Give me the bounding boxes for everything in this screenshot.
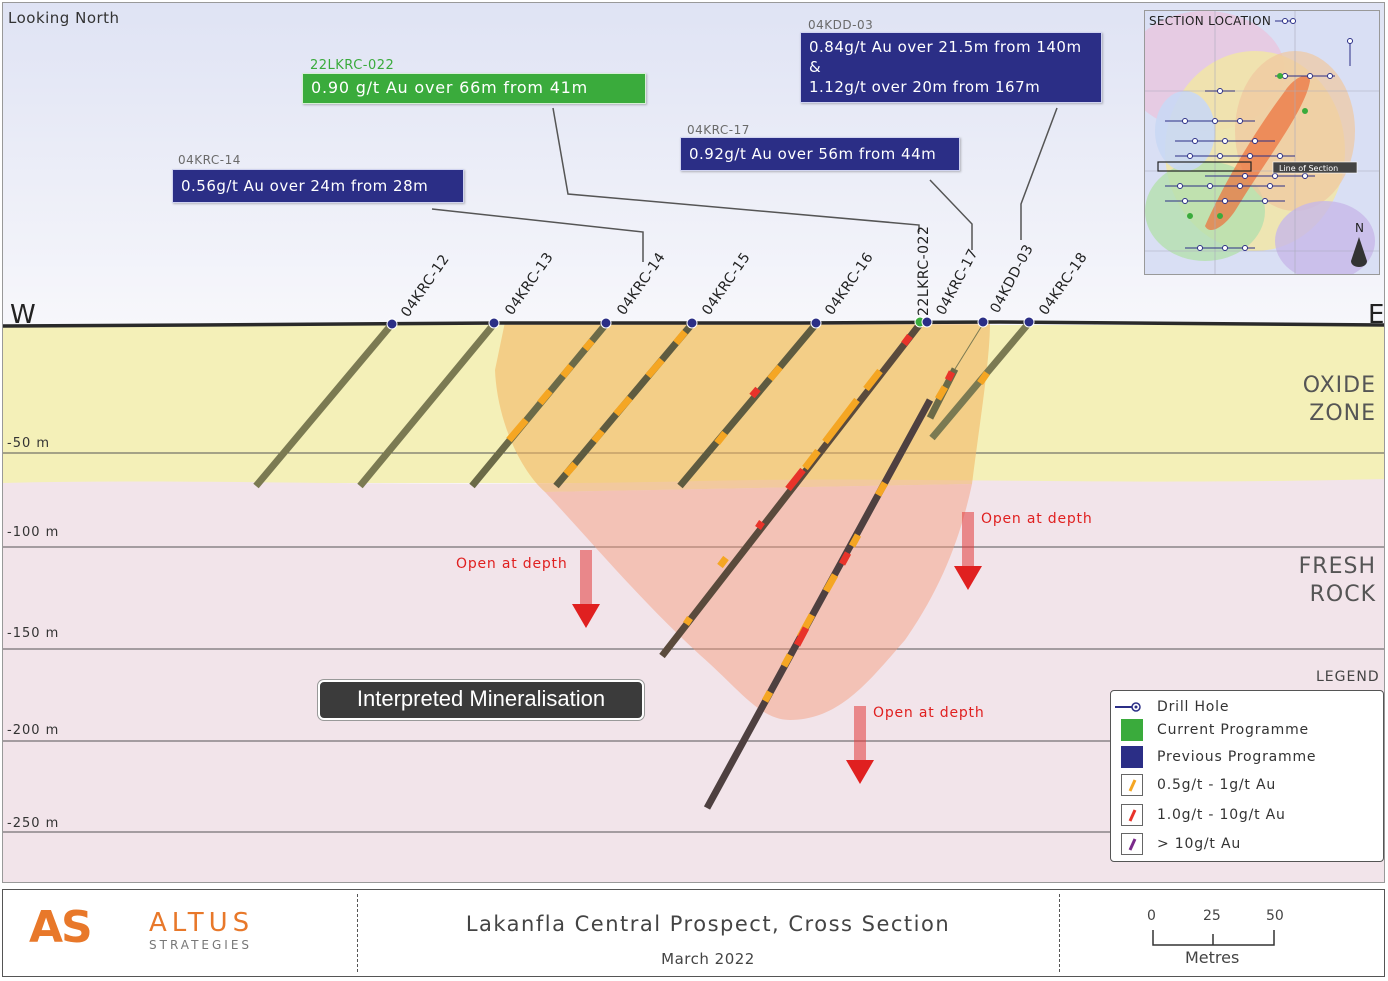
callout-04kdd-03-line1: 0.84g/t Au over 21.5m from 140m bbox=[809, 38, 1082, 56]
north-arrow-icon bbox=[1351, 237, 1367, 267]
interpreted-mineralisation-label: Interpreted Mineralisation bbox=[318, 680, 644, 720]
trace-04krc-12 bbox=[253, 321, 395, 489]
map-date: March 2022 bbox=[661, 950, 755, 968]
depth-label-200: -200 m bbox=[7, 723, 60, 738]
logo-letters: AS bbox=[29, 902, 93, 953]
open-at-depth-right: Open at depth bbox=[981, 511, 1093, 527]
arrow-open-left bbox=[572, 550, 600, 628]
legend-text-grade-high: > 10g/t Au bbox=[1157, 836, 1241, 852]
oxide-zone-line2: ZONE bbox=[1309, 401, 1376, 426]
company-logo: AS ALTUS STRATEGIES bbox=[29, 902, 329, 958]
legend-row-current: Current Programme bbox=[1111, 719, 1383, 743]
callout-hole-22lkrc-022: 22LKRC-022 bbox=[310, 58, 395, 73]
depth-label-150: -150 m bbox=[7, 626, 60, 641]
legend-row-grade-mid: 1.0g/t - 10g/t Au bbox=[1111, 804, 1383, 828]
section-location-inset: Line of Section N SECTION LOCATION bbox=[1144, 10, 1380, 275]
footer-divider-1 bbox=[357, 894, 358, 972]
trace-04krc-13 bbox=[357, 321, 497, 489]
grade-mid-intervals bbox=[749, 333, 956, 647]
leader-04krc-17 bbox=[929, 179, 973, 250]
depth-label-50: -50 m bbox=[7, 436, 51, 451]
callout-04kdd-03: 0.84g/t Au over 21.5m from 140m & 1.12g/… bbox=[800, 32, 1102, 103]
open-at-depth-bottom: Open at depth bbox=[873, 705, 985, 721]
callout-04kdd-03-line2: 1.12g/t over 20m from 167m bbox=[809, 78, 1041, 96]
scale-tick-25: 25 bbox=[1203, 908, 1221, 924]
scale-tick-0: 0 bbox=[1147, 908, 1156, 924]
trace-04krc-16 bbox=[677, 321, 819, 489]
legend-row-grade-high: > 10g/t Au bbox=[1111, 833, 1383, 857]
legend-title: LEGEND bbox=[1316, 669, 1380, 685]
scale-tick-50: 50 bbox=[1266, 908, 1284, 924]
depth-label-100: -100 m bbox=[7, 525, 60, 540]
oxide-zone-label: OXIDE ZONE bbox=[1270, 372, 1376, 428]
ground-surface bbox=[2, 320, 1386, 328]
logo-word-altus: ALTUS bbox=[149, 908, 255, 938]
inset-map: Line of Section N bbox=[1145, 11, 1379, 274]
scale-bar: 0 25 50 Metres bbox=[1143, 908, 1284, 968]
current-programme-swatch bbox=[1121, 719, 1143, 741]
arrow-open-bottom bbox=[846, 706, 874, 784]
grade-high-swatch bbox=[1121, 833, 1143, 855]
callout-04kdd-03-amp: & bbox=[809, 58, 822, 76]
scale-unit: Metres bbox=[1185, 948, 1240, 967]
depth-label-250: -250 m bbox=[7, 816, 60, 831]
legend-box: Drill Hole Current Programme Previous Pr… bbox=[1110, 690, 1384, 862]
grade-mid-swatch bbox=[1121, 804, 1143, 826]
leader-04krc-14 bbox=[431, 208, 644, 262]
callout-hole-04krc-17: 04KRC-17 bbox=[687, 123, 750, 137]
legend-text-grade-low: 0.5g/t - 1g/t Au bbox=[1157, 777, 1277, 793]
callout-hole-04krc-14: 04KRC-14 bbox=[178, 153, 241, 167]
grade-low-swatch bbox=[1121, 774, 1143, 796]
map-title: Lakanfla Central Prospect, Cross Section bbox=[465, 912, 951, 936]
callout-04krc-14: 0.56g/t Au over 24m from 28m bbox=[172, 169, 464, 203]
trace-04kdd-03 bbox=[703, 398, 934, 810]
callout-22lkrc-022: 0.90 g/t Au over 66m from 41m bbox=[302, 73, 646, 104]
west-label: W bbox=[10, 300, 36, 330]
previous-programme-swatch bbox=[1121, 746, 1143, 768]
legend-text-current: Current Programme bbox=[1157, 722, 1309, 738]
inset-north-label: N bbox=[1355, 221, 1364, 235]
trace-04krc-17-top bbox=[954, 323, 984, 370]
title-block: AS ALTUS STRATEGIES Lakanfla Central Pro… bbox=[2, 889, 1385, 977]
leader-22lkrc-022 bbox=[552, 107, 920, 232]
logo-word-strategies: STRATEGIES bbox=[149, 938, 253, 952]
trace-04krc-14 bbox=[469, 321, 609, 489]
legend-text-previous: Previous Programme bbox=[1157, 749, 1317, 765]
arrow-open-right bbox=[954, 512, 982, 590]
scale-bar-graphic bbox=[1152, 930, 1275, 946]
legend-row-drill-hole: Drill Hole bbox=[1111, 696, 1383, 720]
fresh-rock-label: FRESH ROCK bbox=[1270, 553, 1376, 609]
view-direction-label: Looking North bbox=[8, 9, 120, 27]
mineralisation-fresh-envelope bbox=[545, 484, 972, 720]
leader-04kdd-03 bbox=[1020, 107, 1058, 240]
footer-divider-2 bbox=[1059, 894, 1060, 972]
oxide-zone-line1: OXIDE bbox=[1302, 373, 1376, 398]
legend-text-grade-mid: 1.0g/t - 10g/t Au bbox=[1157, 807, 1286, 823]
open-at-depth-left: Open at depth bbox=[456, 556, 568, 572]
legend-row-grade-low: 0.5g/t - 1g/t Au bbox=[1111, 774, 1383, 798]
collar-markers bbox=[386, 316, 1035, 330]
inset-title: SECTION LOCATION bbox=[1149, 14, 1272, 28]
east-label: E bbox=[1368, 300, 1385, 330]
drill-hole-symbol-icon bbox=[1115, 702, 1141, 712]
hole-label-22lkrc-022: 22LKRC-022 bbox=[916, 226, 932, 316]
callout-04krc-17: 0.92g/t Au over 56m from 44m bbox=[680, 137, 960, 171]
inset-line-of-section-label: Line of Section bbox=[1279, 164, 1338, 173]
drill-hole-traces bbox=[253, 321, 1031, 810]
legend-row-previous: Previous Programme bbox=[1111, 746, 1383, 770]
legend-text-drill-hole: Drill Hole bbox=[1157, 699, 1230, 715]
fresh-rock-line2: ROCK bbox=[1309, 582, 1376, 607]
grade-low-intervals bbox=[506, 329, 990, 703]
callout-hole-04kdd-03: 04KDD-03 bbox=[808, 18, 874, 32]
fresh-rock-line1: FRESH bbox=[1298, 554, 1376, 579]
